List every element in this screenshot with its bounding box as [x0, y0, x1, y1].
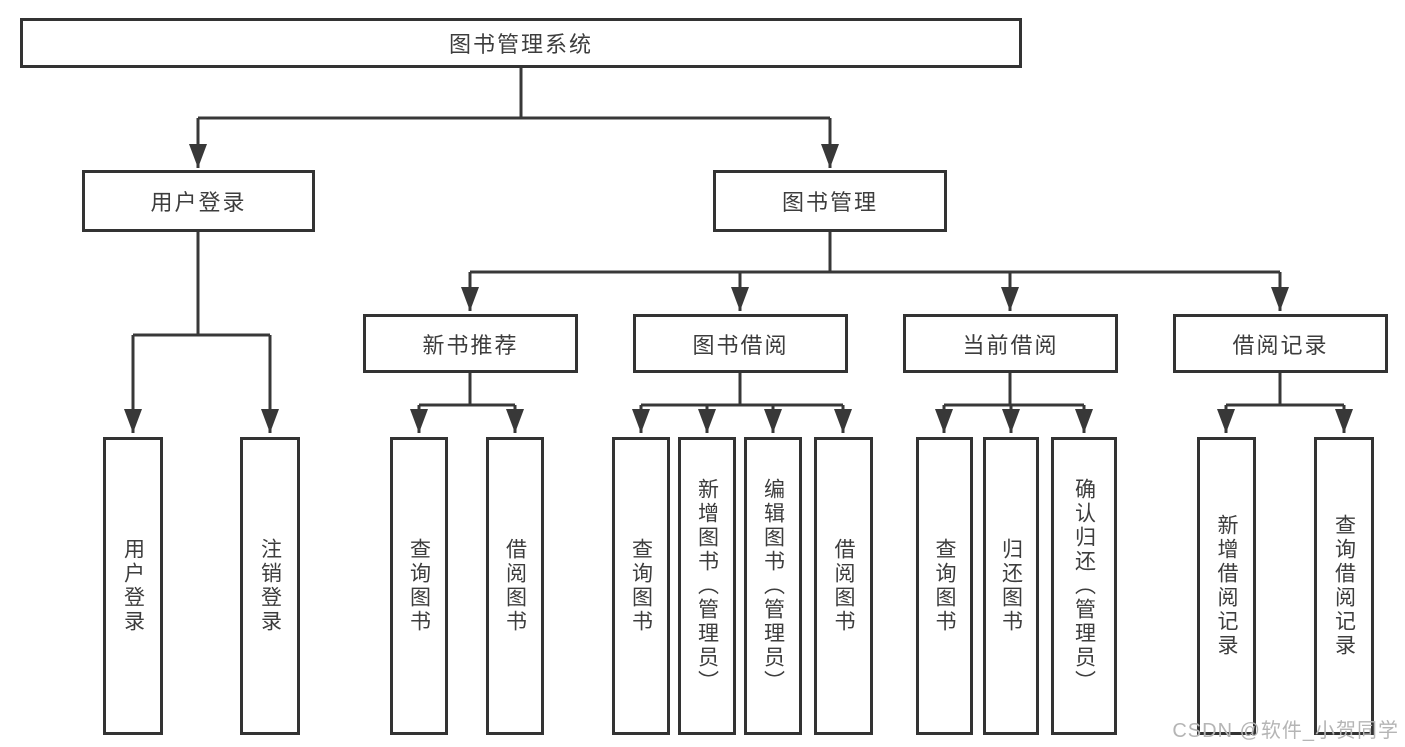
leaf-user-login: 用户登录 — [103, 437, 163, 735]
leaf-borrow-books-borrow: 借阅图书 — [814, 437, 873, 735]
leaf-return-books: 归还图书 — [983, 437, 1039, 735]
leaf-query-books-current: 查询图书 — [916, 437, 973, 735]
node-new-book-recommend: 新书推荐 — [363, 314, 578, 373]
node-book-borrow: 图书借阅 — [633, 314, 848, 373]
node-borrow-records: 借阅记录 — [1173, 314, 1388, 373]
leaf-query-borrow-record: 查询借阅记录 — [1314, 437, 1374, 735]
leaf-borrow-books-recommend: 借阅图书 — [486, 437, 544, 735]
node-book-management-system: 图书管理系统 — [20, 18, 1022, 68]
node-book-management: 图书管理 — [713, 170, 947, 232]
leaf-edit-books-admin: 编辑图书（管理员） — [744, 437, 802, 735]
node-current-borrow: 当前借阅 — [903, 314, 1118, 373]
node-user-login: 用户登录 — [82, 170, 315, 232]
csdn-watermark: CSDN @软件_小贺同学 — [1172, 720, 1399, 742]
leaf-confirm-return-admin: 确认归还（管理员） — [1051, 437, 1117, 735]
leaf-add-borrow-record: 新增借阅记录 — [1197, 437, 1256, 735]
leaf-query-books-recommend: 查询图书 — [390, 437, 448, 735]
leaf-query-books-borrow: 查询图书 — [612, 437, 670, 735]
leaf-logout-login: 注销登录 — [240, 437, 300, 735]
leaf-add-books-admin: 新增图书（管理员） — [678, 437, 736, 735]
